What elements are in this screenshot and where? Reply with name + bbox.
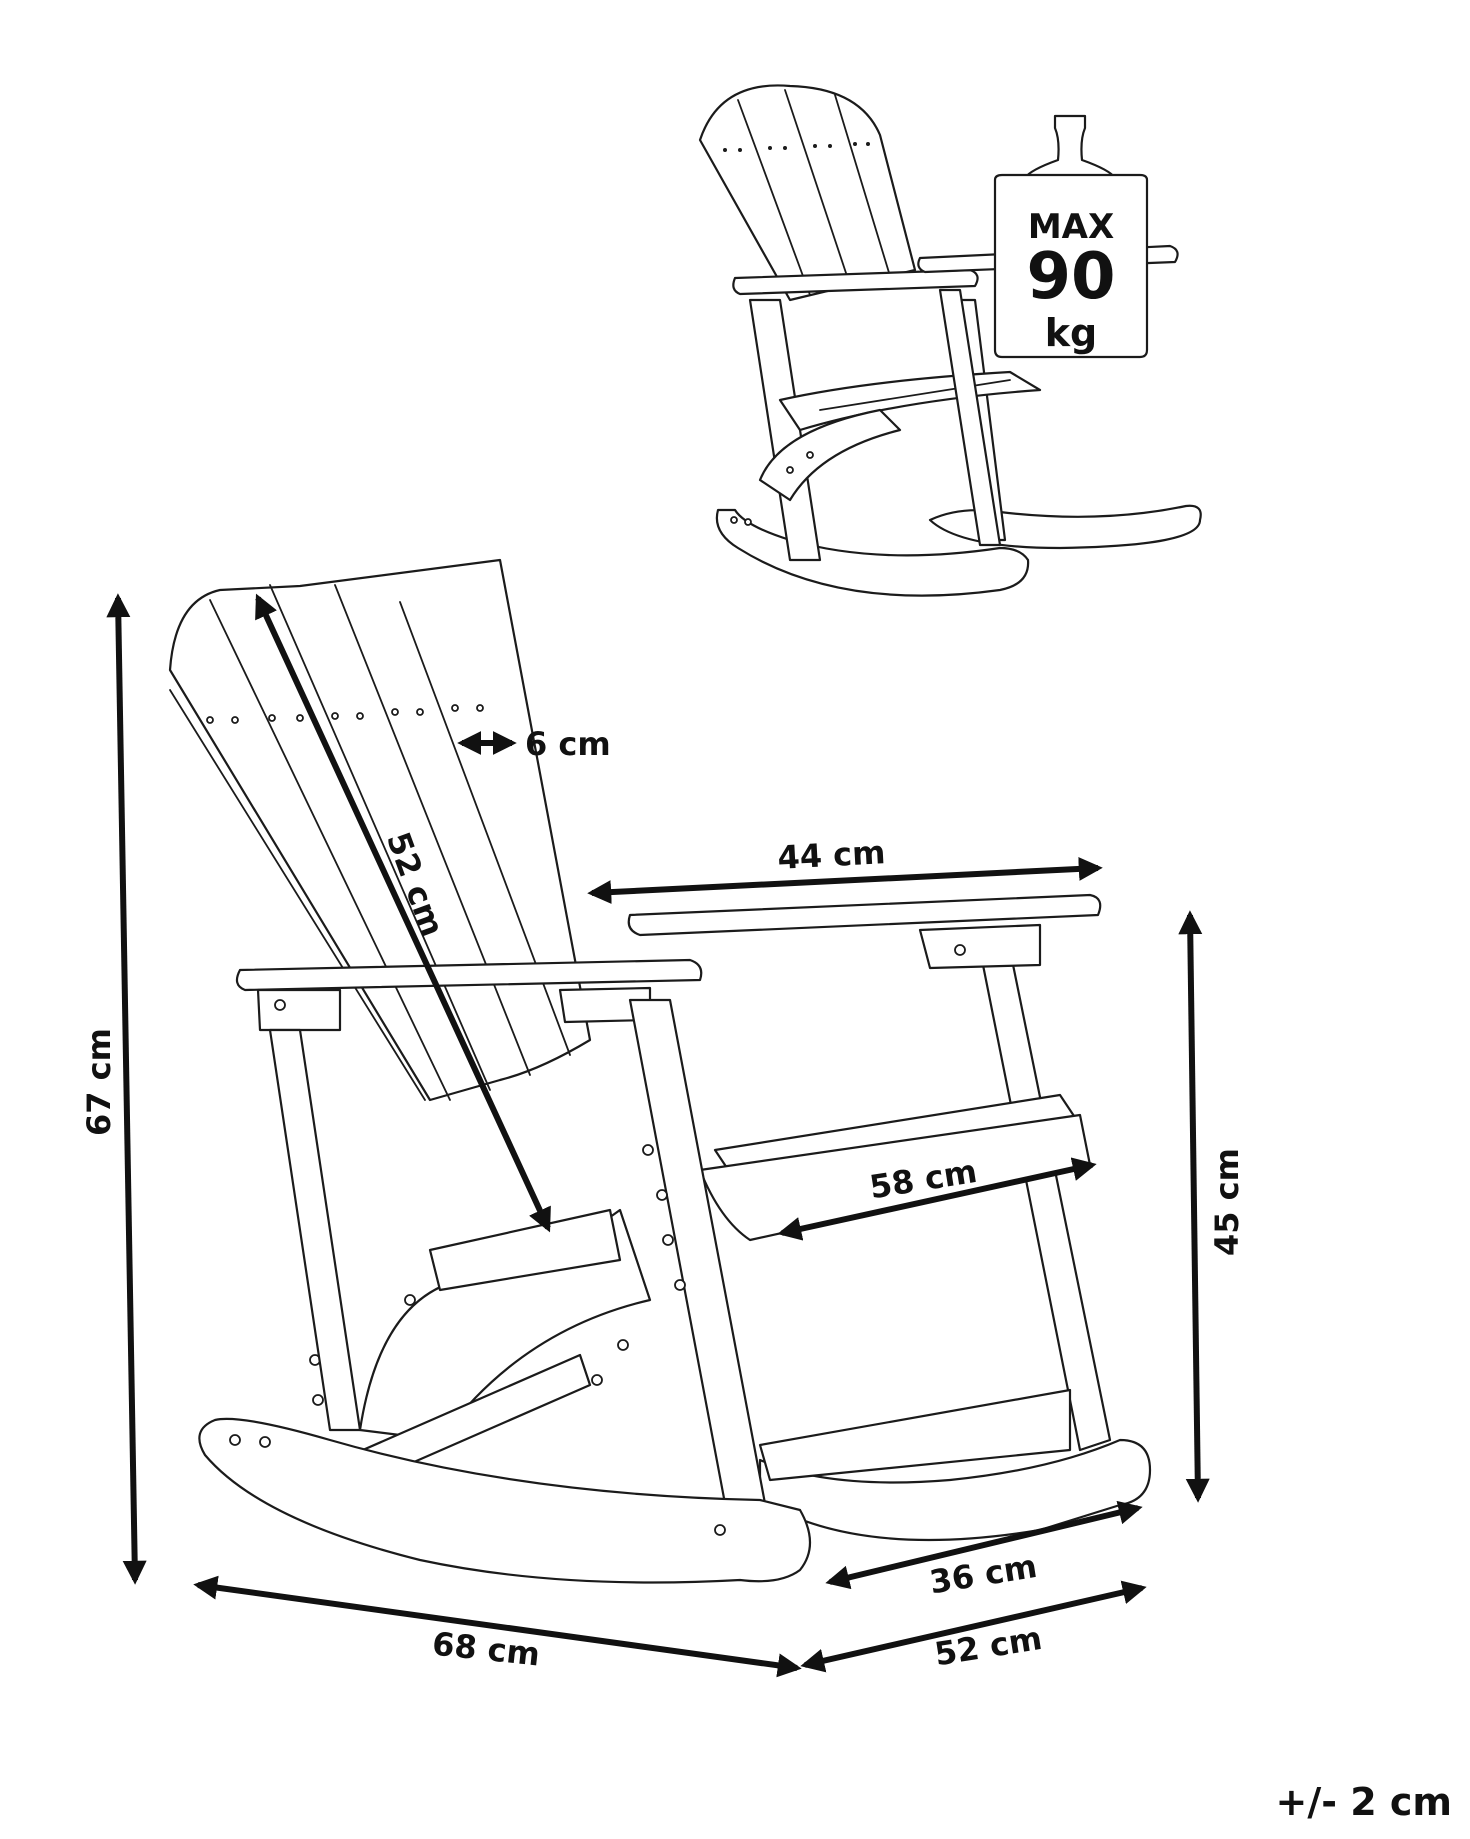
slat-width-label: 6 cm: [525, 725, 611, 763]
weight-unit: kg: [1045, 311, 1097, 355]
back-length-arrow: [255, 593, 551, 1233]
seat-width-arrow: [777, 1157, 1097, 1241]
dimension-lines: [106, 593, 1210, 1678]
armrest-length-arrow: [587, 856, 1103, 905]
depth-arrow: [193, 1575, 802, 1678]
small-back-holes: [723, 142, 870, 152]
height-arrow: [106, 593, 147, 1585]
weight-max-label: MAX: [1028, 207, 1114, 247]
tolerance-note: +/- 2 cm: [1275, 1780, 1452, 1824]
dimension-labels: 67 cm 52 cm 6 cm 44 cm 45 cm 58 cm 36 cm…: [80, 725, 1246, 1674]
height-label: 67 cm: [80, 1028, 118, 1136]
seat-height-arrow: [1178, 910, 1210, 1503]
outer-width-arrow: [800, 1580, 1147, 1673]
armrest-length-label: 44 cm: [777, 833, 887, 877]
outer-width-label: 52 cm: [932, 1619, 1045, 1673]
large-chair-drawing: [168, 558, 1152, 1584]
weight-bottle-icon: MAX 90 kg: [993, 114, 1149, 359]
weight-value: 90: [1026, 240, 1115, 314]
seat-height-label: 45 cm: [1208, 1148, 1246, 1256]
inner-width-arrow: [825, 1500, 1143, 1590]
small-chair-illustration: MAX 90 kg: [698, 84, 1202, 597]
